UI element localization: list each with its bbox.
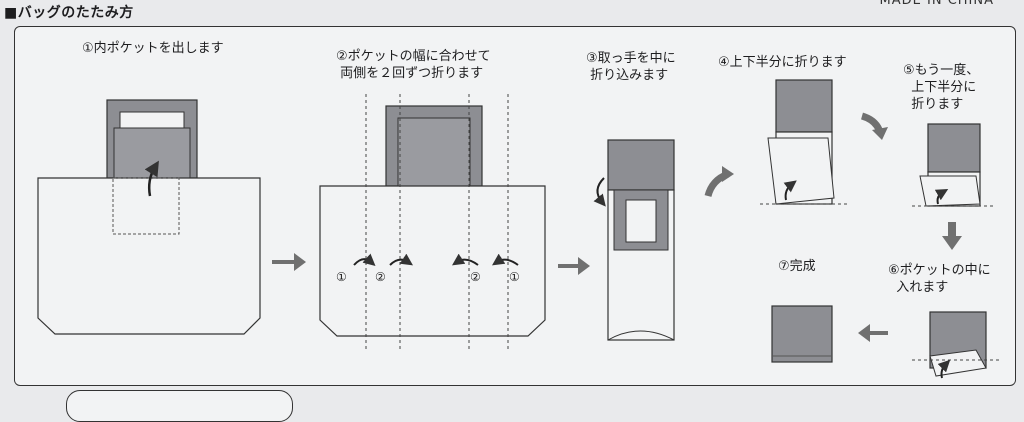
origin-label: MADE IN CHINA (879, 0, 994, 8)
fold-mark-3: ② (470, 270, 481, 284)
step-5-text: ⑤もう一度、 上下半分に 折ります (903, 63, 980, 112)
step-6-text: ⑥ポケットの中に 入れます (888, 263, 991, 295)
step-1-text: ①内ポケットを出します (82, 41, 224, 56)
arrow-right-icon-2 (558, 257, 590, 275)
folding-diagram: ① ② ② ① (37, 79, 1000, 379)
arrow-down-icon (942, 222, 962, 250)
arrow-left-icon (858, 324, 888, 342)
fold-mark-2: ② (375, 270, 386, 284)
step-7-bag (771, 305, 833, 363)
step-2-bag (319, 94, 546, 350)
step-6-bag (912, 311, 1000, 379)
step-4-bag (760, 79, 850, 205)
section-title: ■バッグのたたみ方 (4, 5, 134, 21)
step-2-text: ②ポケットの幅に合わせて 両側を２回ずつ折ります (336, 49, 491, 81)
step-5-bag (912, 123, 996, 207)
step-7-text: ⑦完成 (778, 259, 816, 274)
step-1-bag (37, 99, 261, 335)
step-3-bag (593, 139, 675, 341)
arrow-right-icon-1 (272, 253, 306, 271)
fold-mark-4: ① (509, 270, 520, 284)
step-4-text: ④上下半分に折ります (718, 55, 847, 70)
next-section-tab (66, 390, 293, 422)
fold-mark-1: ① (336, 270, 347, 284)
step-3-text: ③取っ手を中に 折り込みます (586, 51, 676, 83)
